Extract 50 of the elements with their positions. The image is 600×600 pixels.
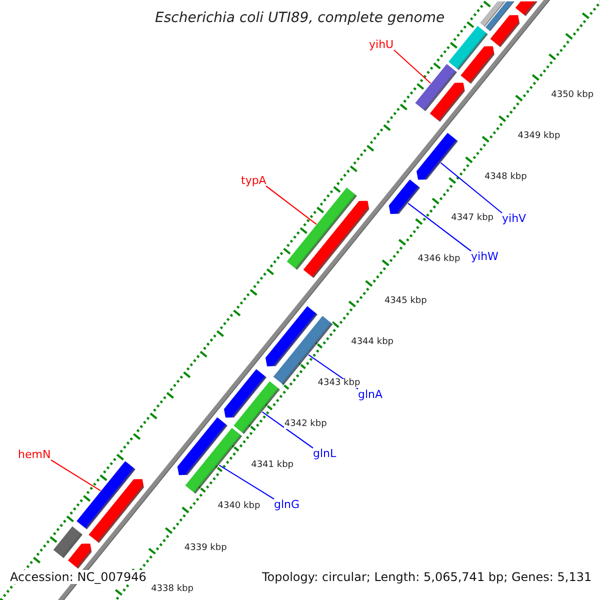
gene-label: glnA	[358, 388, 383, 400]
tick-label: 4348 kbp	[484, 172, 527, 182]
gene-feature-bar	[264, 305, 319, 368]
leader-line	[262, 411, 314, 448]
gene-feature-bar	[223, 368, 268, 418]
gene-label: hemN	[18, 448, 51, 460]
gene-feature-bar	[416, 132, 459, 181]
tick-label: 4339 kbp	[184, 544, 227, 553]
gene-feature-bar	[286, 186, 358, 271]
tick-label: 4340 kbp	[218, 502, 260, 512]
tick-label: 4347 kbp	[451, 214, 494, 224]
gene-feature-bar	[232, 380, 282, 436]
tick-label: 4343 kbp	[318, 378, 360, 388]
gene-feature-bar	[428, 82, 466, 123]
gene-feature-bar	[489, 14, 520, 48]
tick-label: 4338 kbp	[151, 584, 194, 594]
tick-label: 4342 kbp	[284, 420, 327, 430]
leader-line	[218, 464, 274, 500]
gene-feature-bar	[52, 525, 84, 560]
leader-line	[266, 186, 317, 225]
gene-feature-bar	[75, 460, 137, 531]
gene-label: glnG	[274, 498, 300, 510]
gene-feature-bar	[514, 0, 540, 18]
tick-label: 4346 kbp	[418, 255, 460, 264]
gene-feature-bar	[414, 62, 458, 112]
gene-feature-bar	[302, 200, 370, 280]
gene-label: glnL	[313, 448, 336, 458]
leader-line	[50, 460, 102, 492]
gene-label: yihU	[369, 38, 394, 50]
genome-info-text: Topology: circular; Length: 5,065,741 bp; Genes: 5,131	[260, 570, 594, 584]
gene-label: yihW	[471, 250, 498, 262]
tick-label: 4349 kbp	[518, 132, 560, 141]
gene-feature-bar	[88, 478, 145, 544]
title: Escherichia coli UTI89, complete genome	[155, 11, 445, 25]
leader-line	[394, 50, 431, 84]
gene-feature-bar	[388, 178, 422, 215]
gene-feature-bar	[176, 416, 229, 476]
gene-feature-bar	[447, 24, 489, 72]
tick-label: 4350 kbp	[551, 90, 594, 100]
gene-label: typA	[241, 174, 266, 186]
gene-feature-bar	[460, 45, 496, 85]
accession-text: Accession: NC_007946	[8, 570, 148, 584]
leader-line	[408, 202, 472, 252]
gene-feature-bar	[184, 426, 244, 495]
gene-label: yihV	[502, 212, 526, 224]
tick-label: 4345 kbp	[384, 296, 427, 306]
tick-label: 4341 kbp	[251, 461, 294, 470]
gene-feature-bar	[66, 542, 93, 570]
tick-label: 4344 kbp	[351, 338, 394, 347]
leader-line	[440, 162, 502, 214]
